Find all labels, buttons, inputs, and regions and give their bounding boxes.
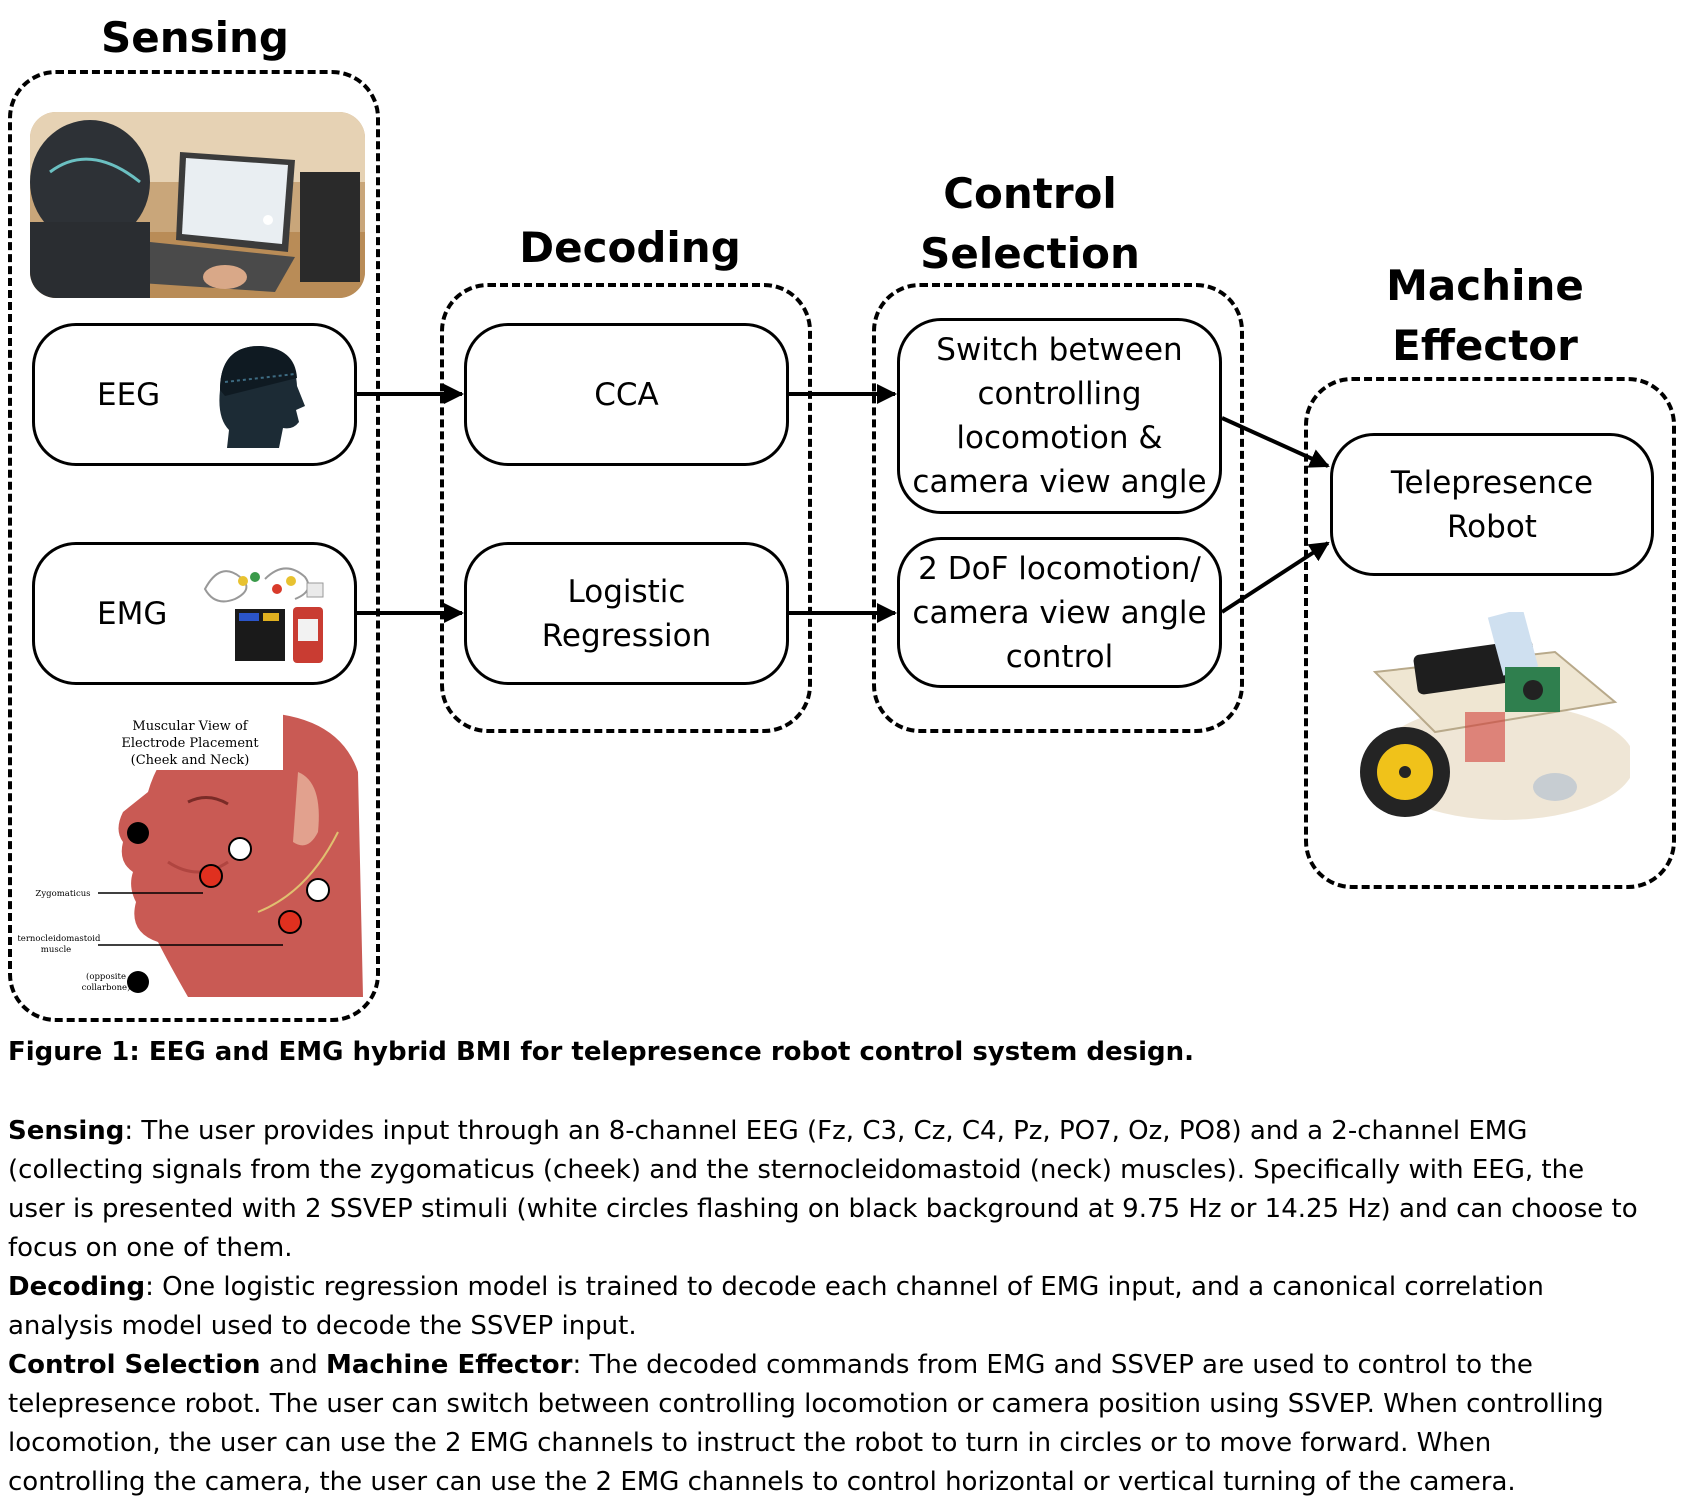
cca-label: CCA xyxy=(594,376,659,413)
scm-ground-electrode xyxy=(306,878,330,902)
eeg-user-illustration xyxy=(30,112,365,298)
control-selection-term: Control Selection xyxy=(8,1350,261,1380)
decoding-title: Decoding xyxy=(519,223,741,272)
control-text-4: controlling the camera, the user can use… xyxy=(8,1467,1516,1497)
dof-control-label: 2 DoF locomotion/ camera view angle cont… xyxy=(912,550,1207,675)
machine-effector-title: Machine Effector xyxy=(1386,261,1584,370)
emg-electrode-kit-icon xyxy=(203,567,324,663)
arrow-dof-to-robot xyxy=(1220,541,1330,614)
cca-node: CCA xyxy=(464,323,789,466)
control-selection-title: Control Selection xyxy=(920,169,1140,278)
decoding-group xyxy=(440,283,812,733)
description-line-2: (collecting signals from the zygomaticus… xyxy=(8,1151,1678,1190)
description-line-5: Decoding: One logistic regression model … xyxy=(8,1268,1678,1307)
control-text-1: : The decoded commands from EMG and SSVE… xyxy=(572,1350,1533,1380)
zygomaticus-electrode xyxy=(199,864,223,888)
decoding-text-2: analysis model used to decode the SSVEP … xyxy=(8,1311,637,1341)
description-line-4: focus on one of them. xyxy=(8,1229,1678,1268)
scm-label-line2: muscle xyxy=(41,945,71,955)
muscle-view-title-line3: (Cheek and Neck) xyxy=(131,753,250,768)
description-line-1: Sensing: The user provides input through… xyxy=(8,1112,1678,1151)
and-word: and xyxy=(260,1350,327,1380)
telepresence-robot-node: Telepresence Robot xyxy=(1330,433,1654,576)
muscle-view-image: Muscular View of Electrode Placement (Ch… xyxy=(12,712,363,997)
muscle-view-title-line1: Muscular View of xyxy=(132,719,248,734)
arrow-switch-to-robot xyxy=(1221,416,1330,468)
zygomaticus-ground-electrode xyxy=(228,837,252,861)
robot-photo xyxy=(1355,608,1635,862)
scm-label-line1: Sternocleidomastoid xyxy=(18,934,101,944)
flow-arrows xyxy=(357,384,1330,623)
eeg-user-photo xyxy=(30,112,365,298)
scm-electrode xyxy=(278,910,302,934)
switch-control-node: Switch between controlling locomotion & … xyxy=(897,318,1222,514)
collarbone-label-line2: collarbone) xyxy=(82,982,131,993)
logistic-regression-node: Logistic Regression xyxy=(464,542,789,685)
eeg-node: EEG xyxy=(32,323,357,466)
telepresence-robot-label: Telepresence Robot xyxy=(1390,464,1594,545)
sensing-text-2: (collecting signals from the zygomaticus… xyxy=(8,1155,1585,1185)
reference-electrode-top xyxy=(127,822,149,844)
figure-caption: Figure 1: EEG and EMG hybrid BMI for tel… xyxy=(8,1037,1195,1067)
description-line-8: telepresence robot. The user can switch … xyxy=(8,1385,1678,1424)
sensing-text-4: focus on one of them. xyxy=(8,1233,293,1263)
description-line-6: analysis model used to decode the SSVEP … xyxy=(8,1307,1678,1346)
control-text-3: locomotion, the user can use the 2 EMG c… xyxy=(8,1428,1492,1458)
emg-node: EMG xyxy=(32,542,357,685)
control-selection-group xyxy=(872,283,1244,733)
eeg-label: EEG xyxy=(97,376,161,413)
machine-effector-term: Machine Effector xyxy=(326,1350,573,1380)
decoding-term: Decoding xyxy=(8,1272,146,1302)
description-line-7: Control Selection and Machine Effector: … xyxy=(8,1346,1678,1385)
collarbone-label-line1: (opposite xyxy=(86,971,126,982)
sensing-term: Sensing xyxy=(8,1116,125,1146)
description-line-9: locomotion, the user can use the 2 EMG c… xyxy=(8,1424,1678,1463)
electrode-placement-illustration: Muscular View of Electrode Placement (Ch… xyxy=(12,712,363,997)
zygomaticus-label: Zygomaticus xyxy=(35,889,90,899)
description-line-3: user is presented with 2 SSVEP stimuli (… xyxy=(8,1190,1678,1229)
switch-control-label: Switch between controlling locomotion & … xyxy=(912,332,1207,500)
description-line-10: controlling the camera, the user can use… xyxy=(8,1463,1678,1502)
sensing-group xyxy=(8,70,380,1022)
control-text-2: telepresence robot. The user can switch … xyxy=(8,1389,1604,1419)
machine-effector-group xyxy=(1304,377,1676,889)
decoding-text-1: : One logistic regression model is train… xyxy=(145,1272,1544,1302)
collarbone-electrode xyxy=(127,971,149,993)
emg-label: EMG xyxy=(97,595,168,632)
head-with-eeg-cap-icon xyxy=(219,346,305,448)
dof-control-node: 2 DoF locomotion/ camera view angle cont… xyxy=(897,537,1222,688)
sensing-text-3: user is presented with 2 SSVEP stimuli (… xyxy=(8,1194,1638,1224)
logistic-regression-label: Logistic Regression xyxy=(541,573,712,654)
robot-illustration xyxy=(1360,608,1635,820)
muscle-view-title-line2: Electrode Placement xyxy=(121,736,259,751)
sensing-title: Sensing xyxy=(101,13,289,62)
sensing-text-1: : The user provides input through an 8-c… xyxy=(124,1116,1528,1146)
